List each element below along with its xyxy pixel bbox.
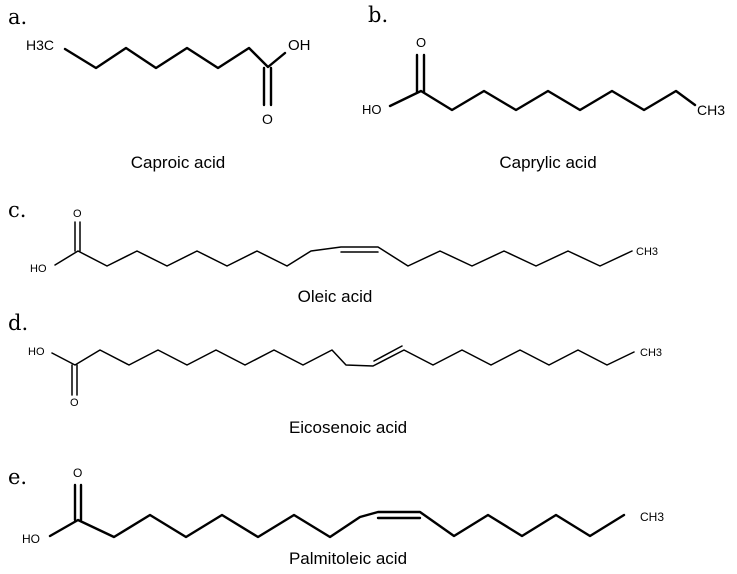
panel-c: c. O HO CH3 Oleic acid — [8, 198, 658, 306]
hydroxyl-label-e: HO — [22, 532, 40, 546]
panel-letter-e: e. — [8, 465, 27, 489]
carbonyl-oxygen-label-e: O — [73, 466, 82, 480]
carbonyl-oxygen-label-a: O — [262, 111, 273, 127]
panel-letter-b: b. — [368, 3, 388, 27]
carbon-chain-d — [51, 349, 635, 367]
panel-letter-d: d. — [8, 311, 28, 335]
carbonyl-oxygen-label-c: O — [73, 208, 82, 220]
carbon-chain-e — [48, 510, 626, 539]
hydroxyl-label-a: OH — [288, 37, 311, 54]
hydroxyl-label-b: HO — [362, 102, 382, 117]
acid-name-a: Caproic acid — [131, 153, 226, 172]
terminal-methyl-label-a: H3C — [26, 37, 54, 53]
hydroxyl-label-d: HO — [28, 346, 45, 358]
panel-b: b. O HO CH3 Caprylic acid — [362, 3, 725, 172]
carbon-chain-a — [63, 46, 287, 70]
carbonyl-oxygen-label-d: O — [70, 397, 79, 409]
acid-name-c: Oleic acid — [298, 287, 373, 306]
panel-e: e. O HO CH3 Palmitoleic acid — [8, 465, 664, 568]
carbonyl-oxygen-label-b: O — [416, 35, 426, 50]
terminal-methyl-label-b: CH3 — [697, 102, 725, 118]
acid-name-d: Eicosenoic acid — [289, 418, 407, 437]
trans-double-bond-d — [373, 345, 403, 362]
panel-a: a. H3C OH O Caproic acid — [8, 5, 311, 172]
terminal-methyl-label-d: CH3 — [640, 347, 662, 359]
carbon-chain-b — [388, 89, 697, 112]
carbon-chain-c — [54, 246, 633, 267]
panel-letter-a: a. — [8, 5, 27, 29]
panel-d: d. HO O CH3 Eicosenoic acid — [8, 311, 662, 437]
terminal-methyl-label-c: CH3 — [636, 246, 658, 258]
acid-name-e: Palmitoleic acid — [289, 549, 407, 568]
panel-letter-c: c. — [8, 198, 26, 222]
hydroxyl-label-c: HO — [30, 263, 47, 275]
terminal-methyl-label-e: CH3 — [640, 510, 664, 524]
acid-name-b: Caprylic acid — [499, 153, 596, 172]
